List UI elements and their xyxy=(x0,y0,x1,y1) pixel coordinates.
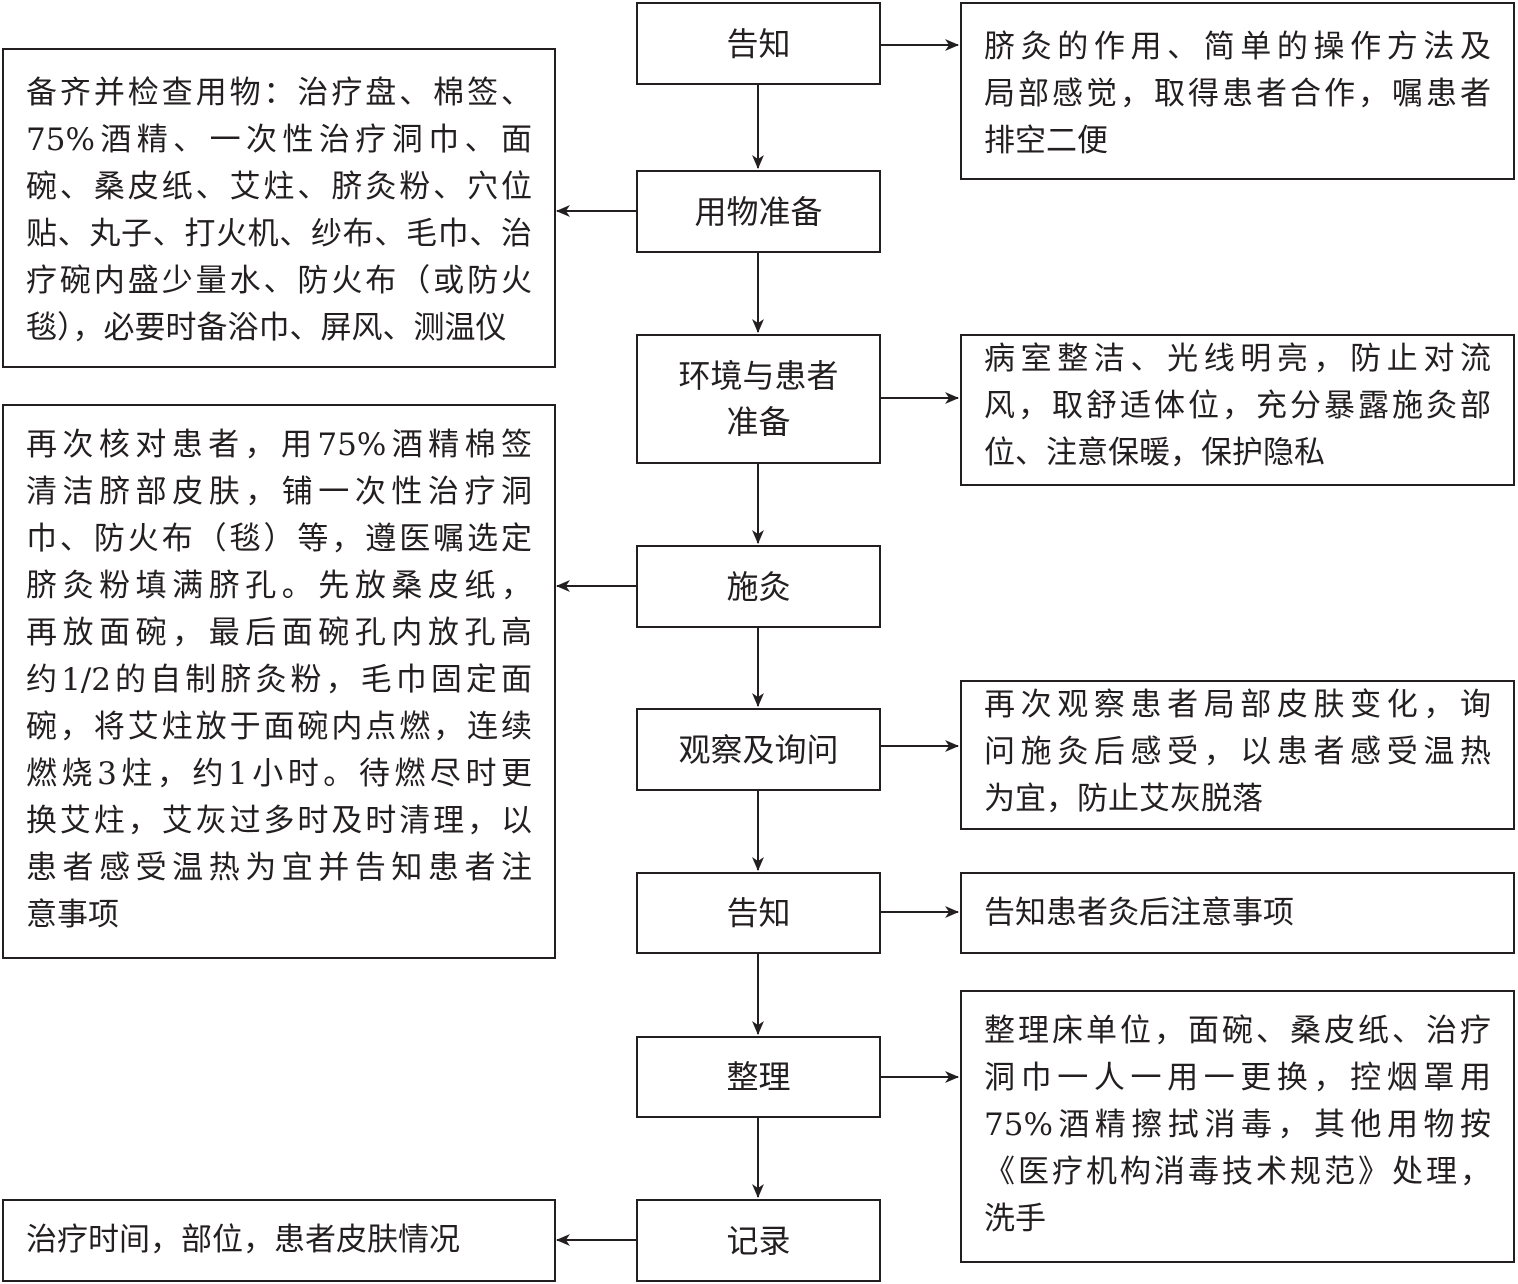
text-line: 燃烧3炷，约1小时。待燃尽时更 xyxy=(26,756,532,792)
text-line: 记录 xyxy=(726,1221,791,1260)
note-moxibustion: 再次核对患者，用75%酒精棉签清洁脐部皮肤，铺一次性治疗洞巾、防火布（毯）等，遵… xyxy=(2,404,556,959)
text-block: 用物准备 xyxy=(694,189,822,235)
text-block: 记录 xyxy=(726,1218,790,1264)
note-environment: 病室整洁、光线明亮，防止对流风，取舒适体位，充分暴露施灸部位、注意保暖，保护隐私 xyxy=(960,334,1515,486)
text-line: 75%酒精、一次性治疗洞巾、面 xyxy=(26,122,532,158)
text-block: 备齐并检查用物：治疗盘、棉签、 75%酒精、一次性治疗洞巾、面碗、桑皮纸、艾炷、脐… xyxy=(26,70,532,352)
text-line: 观察及询问 xyxy=(678,730,839,769)
text-line: 施灸 xyxy=(726,567,791,606)
text-block: 告知 xyxy=(726,21,790,67)
text-line: 整理 xyxy=(726,1058,791,1096)
text-line: 疗碗内盛少量水、防火布（或防火 xyxy=(26,263,532,299)
text-line: 备齐并检查用物：治疗盘、棉签、 xyxy=(26,75,532,111)
text-line: 碗、桑皮纸、艾炷、脐灸粉、穴位 xyxy=(26,169,532,205)
text-block: 治疗时间，部位，患者皮肤情况 xyxy=(26,1217,532,1264)
text-line: 患者感受温热为宜并告知患者注 xyxy=(26,850,532,886)
text-line: 换艾炷，艾灰过多时及时清理，以 xyxy=(26,803,532,839)
text-line: 再次核对患者，用75%酒精棉签 xyxy=(26,427,532,463)
text-line: 再放面碗，最后面碗孔内放孔高 xyxy=(26,615,532,651)
text-line: 洗手 xyxy=(984,1201,1046,1237)
step-inform: 告知 xyxy=(636,2,881,85)
text-line: 环境与患者 xyxy=(678,357,839,395)
text-line: 意事项 xyxy=(26,897,119,933)
text-line: 排空二便 xyxy=(984,123,1108,159)
note-tidy: 整理床单位，面碗、桑皮纸、治疗洞巾一人一用一更换，控烟罩用 75%酒精擦拭消毒，其… xyxy=(960,990,1515,1263)
text-block: 告知 xyxy=(726,890,790,936)
text-line: 贴、丸子、打火机、纱布、毛巾、治 xyxy=(26,216,532,252)
text-line: 再次观察患者局部皮肤变化，询 xyxy=(984,687,1491,723)
text-line: 病室整洁、光线明亮，防止对流 xyxy=(984,341,1491,377)
step-record: 记录 xyxy=(636,1199,881,1282)
text-line: 告知患者灸后注意事项 xyxy=(984,895,1294,931)
text-block: 再次核对患者，用75%酒精棉签清洁脐部皮肤，铺一次性治疗洞巾、防火布（毯）等，遵… xyxy=(26,422,532,939)
text-line: 用物准备 xyxy=(694,192,823,231)
step-observe-inquire: 观察及询问 xyxy=(636,708,881,791)
step-inform-after: 告知 xyxy=(636,872,881,954)
note-inform: 脐灸的作用、简单的操作方法及局部感觉，取得患者合作，嘱患者排空二便 xyxy=(960,2,1515,180)
text-line: 位、注意保暖，保护隐私 xyxy=(984,435,1325,471)
text-line: 75%酒精擦拭消毒，其他用物按 xyxy=(984,1107,1491,1143)
note-observe: 再次观察患者局部皮肤变化，询问施灸后感受，以患者感受温热为宜，防止艾灰脱落 xyxy=(960,680,1515,830)
note-record: 治疗时间，部位，患者皮肤情况 xyxy=(2,1199,556,1282)
text-block: 脐灸的作用、简单的操作方法及局部感觉，取得患者合作，嘱患者排空二便 xyxy=(984,24,1491,165)
text-line: 巾、防火布（毯）等，遵医嘱选定 xyxy=(26,521,532,557)
text-line: 约1/2的自制脐灸粉，毛巾固定面 xyxy=(26,662,532,698)
text-line: 毯），必要时备浴巾、屏风、测温仪 xyxy=(26,310,507,346)
step-tidy: 整理 xyxy=(636,1036,881,1118)
text-line: 为宜，防止艾灰脱落 xyxy=(984,781,1263,817)
text-line: 治疗时间，部位，患者皮肤情况 xyxy=(26,1222,460,1258)
text-block: 观察及询问 xyxy=(678,727,838,773)
text-line: 清洁脐部皮肤，铺一次性治疗洞 xyxy=(26,474,532,510)
text-line: 洞巾一人一用一更换，控烟罩用 xyxy=(984,1060,1491,1096)
text-line: 碗，将艾炷放于面碗内点燃，连续 xyxy=(26,709,532,745)
text-line: 脐灸粉填满脐孔。先放桑皮纸， xyxy=(26,568,532,604)
step-environment-patient-prep: 环境与患者准备 xyxy=(636,334,881,464)
text-line: 《医疗机构消毒技术规范》处理， xyxy=(984,1154,1491,1190)
text-line: 局部感觉，取得患者合作，嘱患者 xyxy=(984,76,1491,112)
text-line: 问施灸后感受，以患者感受温热 xyxy=(984,734,1491,770)
text-line: 告知 xyxy=(726,894,791,932)
text-line: 脐灸的作用、简单的操作方法及 xyxy=(984,29,1491,65)
note-inform-after: 告知患者灸后注意事项 xyxy=(960,872,1515,954)
step-moxibustion: 施灸 xyxy=(636,545,881,628)
text-block: 告知患者灸后注意事项 xyxy=(984,890,1491,937)
text-block: 环境与患者准备 xyxy=(678,353,838,445)
text-line: 准备 xyxy=(726,403,791,441)
text-block: 施灸 xyxy=(726,564,790,610)
text-line: 整理床单位，面碗、桑皮纸、治疗 xyxy=(984,1013,1491,1049)
text-block: 整理床单位，面碗、桑皮纸、治疗洞巾一人一用一更换，控烟罩用 75%酒精擦拭消毒，其… xyxy=(984,1008,1491,1243)
text-line: 风，取舒适体位，充分暴露施灸部 xyxy=(984,388,1491,424)
text-block: 整理 xyxy=(726,1054,790,1100)
text-block: 再次观察患者局部皮肤变化，询问施灸后感受，以患者感受温热为宜，防止艾灰脱落 xyxy=(984,682,1491,823)
text-line: 告知 xyxy=(726,24,791,63)
note-prepare-supplies: 备齐并检查用物：治疗盘、棉签、 75%酒精、一次性治疗洞巾、面碗、桑皮纸、艾炷、脐… xyxy=(2,48,556,368)
step-prepare-supplies: 用物准备 xyxy=(636,170,881,253)
text-block: 病室整洁、光线明亮，防止对流风，取舒适体位，充分暴露施灸部位、注意保暖，保护隐私 xyxy=(984,336,1491,477)
